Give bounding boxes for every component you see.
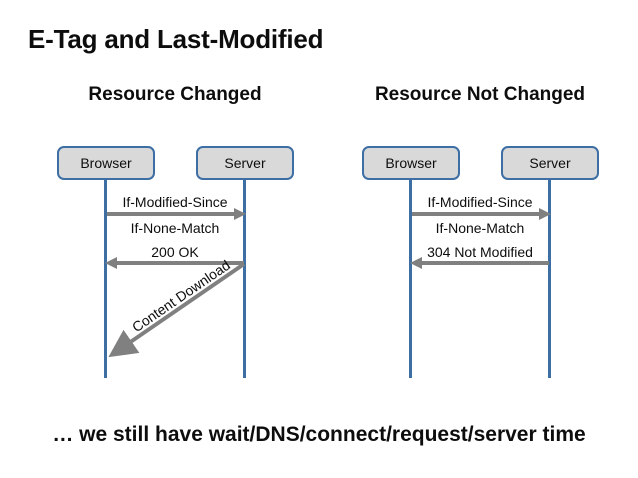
column-heading-resource-changed: Resource Changed: [88, 84, 262, 105]
arrowhead-right-icon: [539, 208, 551, 220]
page-title: E-Tag and Last-Modified: [28, 24, 324, 54]
message-arrow-304-not-modified: [410, 257, 549, 269]
message-label-if-modified-since: If-Modified-Since: [122, 194, 228, 210]
message-label-304-not-modified: 304 Not Modified: [427, 244, 533, 260]
lifeline-browser: [409, 180, 412, 378]
actor-box-browser: Browser: [362, 146, 460, 180]
sequence-diagram-resource-not-changed: Browser Server If-Modified-Since If-None…: [305, 0, 635, 478]
column-heading-resource-not-changed: Resource Not Changed: [374, 84, 586, 105]
content-download-arrow: [104, 262, 246, 362]
sequence-diagram-resource-changed: Browser Server If-Modified-Since If-None…: [57, 146, 294, 378]
message-label-200-ok: 200 OK: [151, 244, 199, 260]
actor-label-browser: Browser: [80, 155, 132, 171]
footer-caption: … we still have wait/DNS/connect/request…: [52, 423, 586, 446]
arrowhead-right-icon: [234, 208, 246, 220]
message-label-if-modified-since: If-Modified-Since: [427, 194, 533, 210]
actor-label-server: Server: [529, 155, 571, 171]
lifeline-server: [548, 180, 551, 378]
lifeline-browser: [104, 180, 107, 378]
actor-box-server: Server: [501, 146, 599, 180]
arrowhead-left-icon: [105, 257, 117, 269]
message-arrow-if-modified-since: [412, 208, 551, 220]
actor-box-browser: Browser: [57, 146, 155, 180]
actor-box-server: Server: [196, 146, 294, 180]
message-arrow-if-modified-since: [107, 208, 246, 220]
content-download-arrow-svg: [108, 262, 246, 358]
message-label-if-none-match: If-None-Match: [435, 220, 525, 236]
arrowhead-left-icon: [410, 257, 422, 269]
message-label-if-none-match: If-None-Match: [130, 220, 220, 236]
actor-label-server: Server: [224, 155, 266, 171]
actor-label-browser: Browser: [385, 155, 437, 171]
